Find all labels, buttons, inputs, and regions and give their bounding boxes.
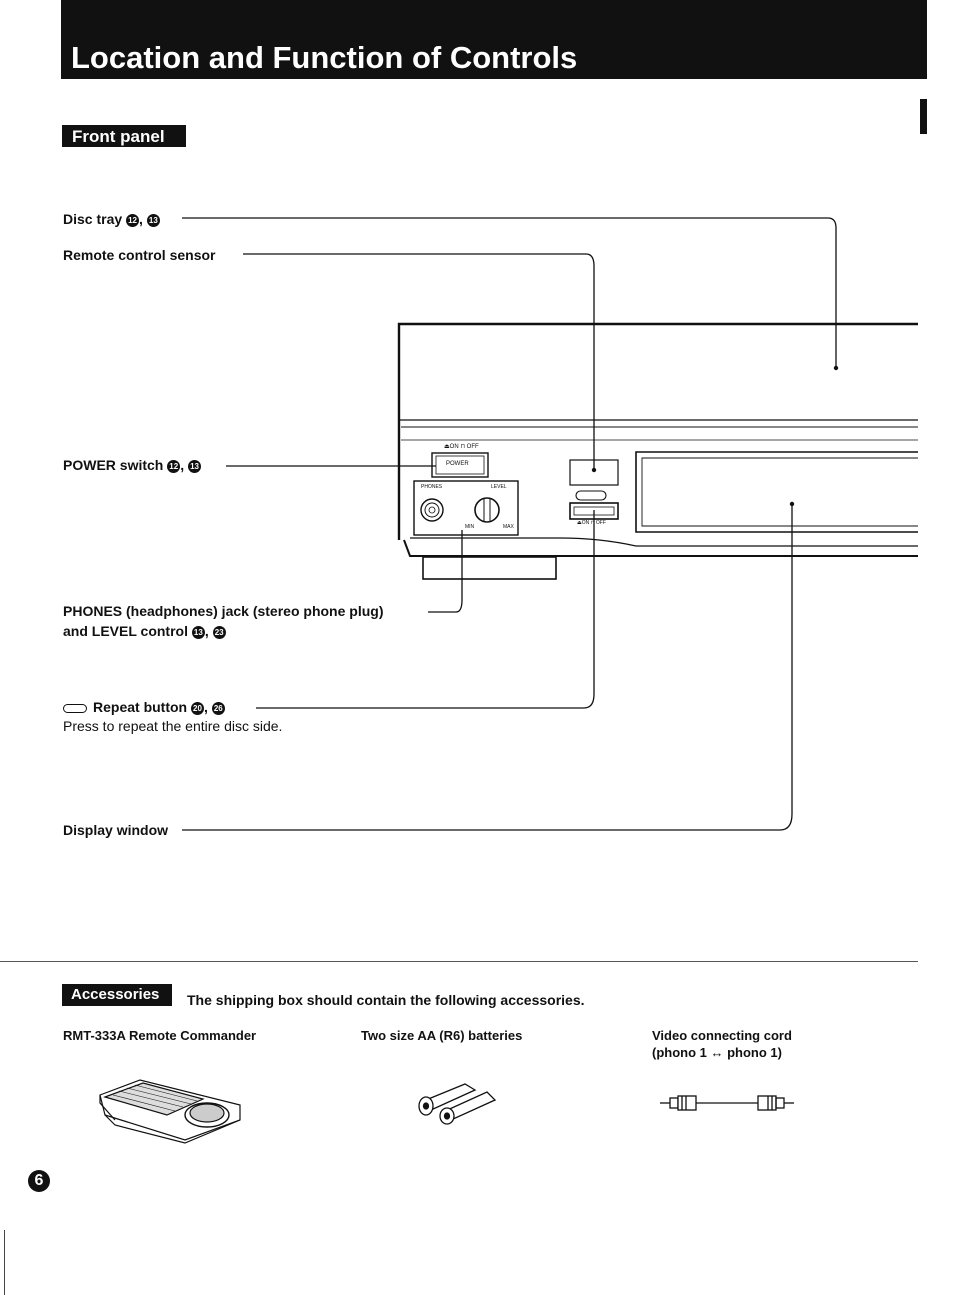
player-front-illustration	[397, 322, 918, 580]
page-title: Location and Function of Controls	[71, 40, 578, 75]
ref-23-icon: 23	[212, 625, 226, 639]
ref-13-icon: 13	[146, 213, 160, 227]
remote-commander-icon	[99, 1079, 241, 1144]
disc-tray-leader-line	[182, 217, 837, 367]
accessories-intro: The shipping box should contain the foll…	[187, 992, 585, 1008]
ref-13-icon: 13	[191, 625, 205, 639]
phones-label-line2: and LEVEL control 13, 23	[63, 623, 226, 639]
remote-commander-label: RMT-333A Remote Commander	[63, 1028, 257, 1043]
ref-13-icon: 13	[188, 459, 202, 473]
repeat-leader-line	[256, 510, 595, 709]
display-leader-line	[182, 505, 793, 831]
ref-12-icon: 12	[126, 213, 140, 227]
phones-leader-line	[428, 530, 463, 613]
ref-26-icon: 26	[211, 701, 225, 715]
video-cord-icon	[660, 1095, 794, 1111]
repeat-icon	[63, 703, 87, 713]
batteries-icon	[418, 1083, 497, 1125]
ref-12-icon: 12	[167, 459, 181, 473]
page-number: 6	[28, 1170, 50, 1192]
front-panel-badge: Front panel	[62, 125, 186, 147]
ref-20-icon: 20	[191, 701, 204, 715]
level-min-label: MIN	[465, 524, 475, 530]
title-bar	[61, 0, 927, 79]
repeat-button-label: Repeat button 20, 26	[63, 699, 225, 715]
level-max-label: MAX	[503, 524, 514, 530]
left-margin-rule	[4, 1230, 5, 1295]
phones-panel-label: PHONES	[421, 484, 443, 490]
repeat-on-off-label: ⏏ON ⊓ OFF	[577, 520, 606, 526]
display-window-label: Display window	[63, 822, 169, 838]
video-cord-label-line2: (phono 1 ↔ phono 1)	[652, 1045, 782, 1060]
power-switch-label: POWER switch 12, 13	[63, 457, 202, 473]
phones-label-line1: PHONES (headphones) jack (stereo phone p…	[63, 603, 384, 619]
remote-sensor-label: Remote control sensor	[63, 247, 216, 263]
disc-tray-label: Disc tray 12, 13	[63, 211, 160, 227]
video-cord-label-line1: Video connecting cord	[652, 1028, 792, 1043]
section-tab-marker	[920, 99, 927, 134]
accessories-badge: Accessories	[62, 984, 172, 1006]
batteries-label: Two size AA (R6) batteries	[361, 1028, 523, 1043]
repeat-button-description: Press to repeat the entire disc side.	[63, 718, 283, 734]
power-on-off-label: ⏏ON ⊓ OFF	[444, 444, 479, 450]
remote-sensor-leader-line	[243, 253, 595, 470]
section-divider	[0, 961, 918, 962]
level-panel-label: LEVEL	[491, 484, 507, 490]
power-button-label[interactable]: POWER	[446, 461, 469, 467]
